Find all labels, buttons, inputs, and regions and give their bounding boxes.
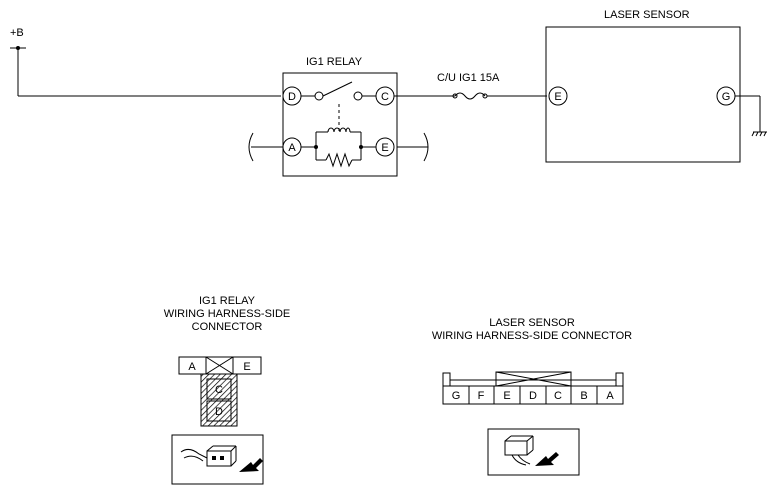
- relay-box: [282, 72, 398, 177]
- sensor-connector-title-2: WIRING HARNESS-SIDE CONNECTOR: [432, 330, 632, 342]
- wire-break-left: [248, 132, 254, 162]
- fuse-symbol: [454, 92, 486, 100]
- relay-coil: [301, 127, 376, 168]
- relay-connector-pin-c: C: [215, 384, 223, 396]
- sensor-connector-pin-f: F: [478, 390, 485, 402]
- sensor-connector-view-icon: [487, 428, 580, 476]
- supply-label: +B: [10, 27, 24, 39]
- relay-pin-c-label: C: [381, 91, 389, 103]
- sensor-connector-pin-c: C: [554, 390, 562, 402]
- relay-connector-title-1: IG1 RELAY: [199, 295, 256, 307]
- laser-sensor-title: LASER SENSOR: [604, 9, 690, 21]
- relay-connector-pin-d: D: [215, 406, 223, 418]
- laser-sensor-pin-e-label: E: [554, 91, 561, 103]
- laser-sensor-pin-g: G: [716, 86, 736, 106]
- relay-title: IG1 RELAY: [306, 56, 363, 68]
- relay-connector-title-2: WIRING HARNESS-SIDE: [164, 308, 291, 320]
- wire-break-right: [423, 132, 429, 162]
- sensor-connector-pin-g: G: [452, 390, 461, 402]
- relay-pin-d: D: [282, 86, 302, 106]
- relay-pin-c: C: [375, 86, 395, 106]
- sensor-connector-pin-d: D: [529, 390, 537, 402]
- sensor-connector-pin-b: B: [580, 390, 587, 402]
- relay-pin-a-label: A: [288, 142, 296, 154]
- laser-sensor-pin-e: E: [548, 86, 568, 106]
- relay-switch: [301, 81, 376, 131]
- sensor-connector: G F E D C B A: [442, 371, 624, 405]
- laser-sensor-pin-g-label: G: [722, 91, 731, 103]
- relay-pin-d-label: D: [288, 91, 296, 103]
- sensor-connector-pin-a: A: [606, 390, 614, 402]
- sensor-connector-title-1: LASER SENSOR: [489, 317, 575, 329]
- relay-connector: A E C D: [178, 356, 262, 427]
- relay-connector-pin-a: A: [188, 361, 196, 373]
- laser-sensor-box: [545, 26, 741, 163]
- relay-pin-a: A: [282, 137, 302, 157]
- fuse-label: C/U IG1 15A: [437, 72, 500, 84]
- relay-connector-pin-e: E: [243, 361, 250, 373]
- relay-pin-e-label: E: [381, 142, 388, 154]
- relay-connector-title-3: CONNECTOR: [192, 321, 263, 333]
- relay-pin-e: E: [375, 137, 395, 157]
- relay-connector-view-icon: [171, 434, 264, 485]
- sensor-connector-pin-e: E: [503, 390, 510, 402]
- ground-icon: [735, 95, 767, 137]
